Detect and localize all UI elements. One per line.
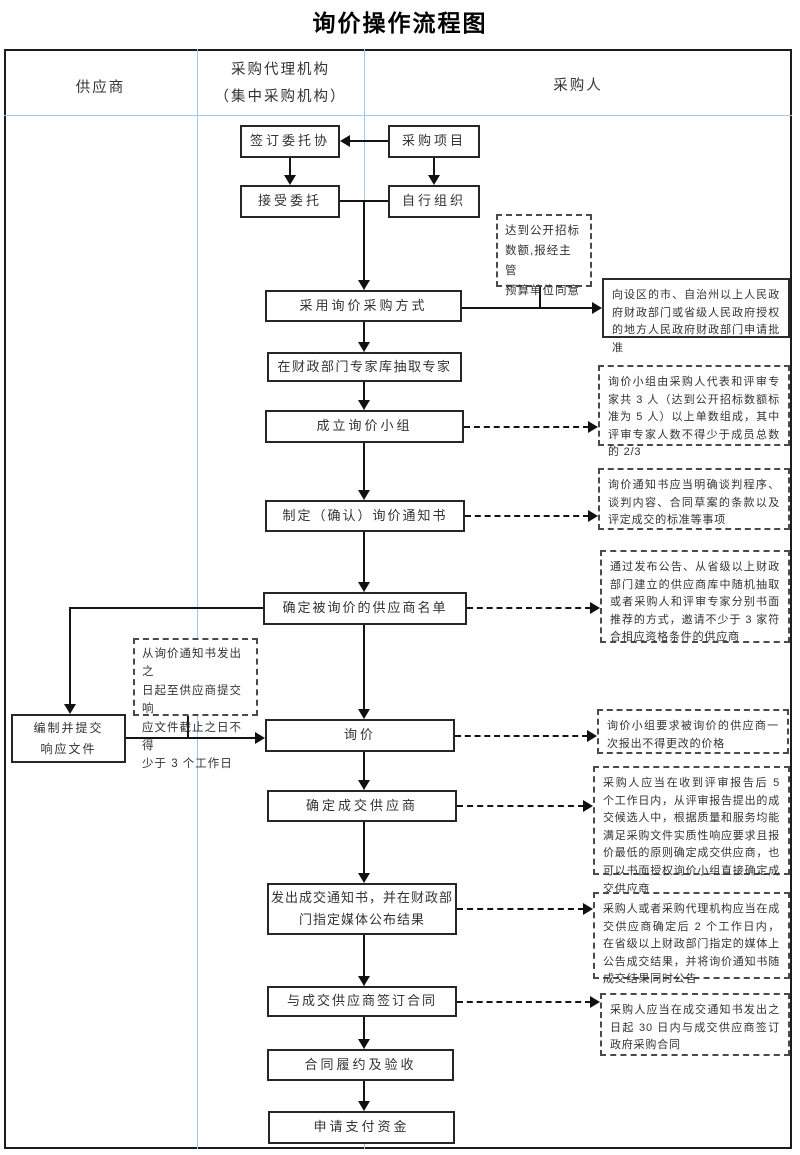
dashed-line-winner-annotation (457, 805, 584, 807)
node-form-inquiry-group: 成立询价小组 (265, 410, 464, 443)
arrowhead-adopt-to-experts (358, 342, 370, 352)
node-adopt-inquiry-method: 采用询价采购方式 (265, 290, 462, 322)
line-prepare-to-inquiry (126, 737, 256, 739)
line-adopt-to-approval (462, 307, 593, 309)
column-divider-supplier-agency (197, 49, 198, 1149)
condition-response-deadline: 从询价通知书发出之 日起至供应商提交响 应文件截止之日不得 少于 3 个工作日 (133, 638, 258, 770)
line-supplierlist-left (70, 607, 263, 609)
arrowhead-experts-to-group (358, 400, 370, 410)
arrowhead-group-annotation (588, 421, 598, 433)
dashed-line-supplierlist-annotation (467, 607, 591, 609)
arrowhead-project-to-selforganize (428, 175, 440, 185)
arrowhead-winner-to-issuenotice (358, 873, 370, 883)
annotation-one-quote-rule: 询价小组要求被询价的供应商一次报出不得更改的价格 (597, 709, 789, 754)
node-perform-contract: 合同履约及验收 (267, 1049, 454, 1081)
arrowhead-inquiry-annotation (587, 730, 597, 742)
node-sign-agreement: 签订委托协 (240, 125, 340, 158)
line-adopt-to-experts (363, 322, 365, 342)
dashed-line-inquiry-annotation (455, 735, 588, 737)
line-deadline-drop (187, 716, 189, 739)
node-prepare-response-file: 编制并提交 响应文件 (11, 714, 126, 763)
arrowhead-group-to-notice (358, 490, 370, 500)
arrowhead-contract-annotation (590, 996, 600, 1008)
arrowhead-notice-annotation (588, 510, 598, 522)
arrowhead-issuenotice-to-contract (358, 976, 370, 986)
node-accept-entrust: 接受委托 (240, 185, 340, 218)
header-separator-line (4, 115, 792, 116)
arrowhead-supplierlist-annotation (590, 602, 600, 614)
arrowhead-supplierlist-to-inquiry (358, 709, 370, 719)
node-determine-supplier-list: 确定被询价的供应商名单 (263, 592, 467, 625)
arrowhead-inquiry-to-winner (358, 780, 370, 790)
node-issue-award-notice: 发出成交通知书，并在财政部 门指定媒体公布结果 (267, 883, 457, 935)
arrowhead-to-prepare (64, 704, 76, 714)
page-title: 询价操作流程图 (312, 10, 488, 36)
arrowhead-project-to-sign (340, 135, 350, 147)
line-issuenotice-to-contract (363, 935, 365, 977)
node-self-organize: 自行组织 (388, 185, 480, 218)
arrowhead-notice-to-supplierlist (358, 582, 370, 592)
arrowhead-perform-to-payment (358, 1101, 370, 1111)
node-determine-winner: 确定成交供应商 (267, 790, 457, 822)
arrowhead-contract-to-perform (358, 1039, 370, 1049)
arrowhead-winner-annotation (583, 800, 593, 812)
node-extract-experts: 在财政部门专家库抽取专家 (267, 352, 462, 382)
line-project-to-sign (349, 140, 388, 142)
annotation-supplier-selection: 通过发布公告、从省级以上财政部门建立的供应商库中随机抽取或者采购人和评审专家分别… (600, 550, 790, 643)
line-opentender-drop (539, 287, 541, 308)
line-winner-to-issuenotice (363, 822, 365, 874)
line-group-to-notice (363, 443, 365, 491)
arrowhead-adopt-to-approval (592, 302, 602, 314)
line-down-to-prepare (69, 607, 71, 705)
dashed-line-contract-annotation (457, 1001, 591, 1003)
annotation-contract-deadline: 采购人应当在成交通知书发出之日起 30 日内与成交供应商签订政府采购合同 (600, 993, 790, 1056)
annotation-notice-content: 询价通知书应当明确谈判程序、谈判内容、合同草案的条款以及评定成交的标准等事项 (598, 468, 790, 530)
arrowhead-join-to-adopt (358, 280, 370, 290)
line-contract-to-perform (363, 1017, 365, 1040)
node-request-payment: 申请支付资金 (268, 1111, 455, 1144)
line-inquiry-to-winner (363, 752, 365, 781)
column-header-supplier: 供应商 (75, 80, 126, 96)
line-sign-to-accept (289, 158, 291, 176)
dashed-line-group-annotation (464, 426, 589, 428)
dashed-line-issuenotice-annotation (457, 908, 584, 910)
line-experts-to-group (363, 382, 365, 401)
node-purchase-project: 采购项目 (388, 125, 480, 158)
arrowhead-issuenotice-annotation (583, 903, 593, 915)
condition-open-tender-threshold: 达到公开招标 数额,报经主管 预算单位同意 (496, 214, 592, 297)
line-perform-to-payment (363, 1081, 365, 1102)
annotation-winner-determination: 采购人应当在收到评审报告后 5 个工作日内，从评审报告提出的成交候选人中，根据质… (593, 766, 790, 895)
arrowhead-prepare-to-inquiry (255, 732, 265, 744)
column-header-agency: 采购代理机构 （集中采购机构） (214, 62, 347, 105)
diagram-frame (4, 49, 792, 1149)
node-make-inquiry-notice: 制定（确认）询价通知书 (265, 500, 465, 532)
line-notice-to-supplierlist (363, 532, 365, 583)
column-header-purchaser: 采购人 (553, 78, 603, 94)
line-project-to-selforganize (433, 158, 435, 176)
dashed-line-notice-annotation (465, 515, 589, 517)
annotation-result-announcement: 采购人或者采购代理机构应当在成交供应商确定后 2 个工作日内，在省级以上财政部门… (593, 892, 790, 985)
annotation-group-composition: 询价小组由采购人代表和评审专家共 3 人（达到公开招标数额标准为 5 人）以上单… (598, 365, 790, 458)
line-join-to-adopt (363, 201, 365, 281)
line-supplierlist-to-inquiry (363, 625, 365, 710)
arrowhead-sign-to-accept (284, 175, 296, 185)
node-sign-contract: 与成交供应商签订合同 (267, 986, 457, 1017)
annotation-approval: 向设区的市、自治州以上人民政府财政部门或省级人民政府授权的地方人民政府财政部门申… (602, 278, 790, 354)
node-inquiry: 询价 (265, 719, 455, 752)
